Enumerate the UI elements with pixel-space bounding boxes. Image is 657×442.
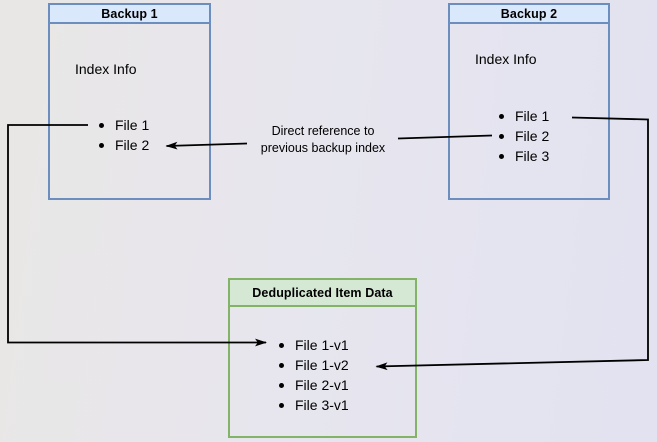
annotation-line-1: Direct reference to [271,124,375,138]
backup2-index-info-label: Index Info [475,51,537,67]
backup1-file-1: File 1 [50,115,209,135]
backup2-title: Backup 2 [450,5,608,24]
backup2-file-1: File 1 [450,106,608,126]
backup1-file-list: File 1 File 2 [50,115,209,155]
dedup-file-1v1: File 1-v1 [230,335,415,355]
dedup-file-1v2: File 1-v2 [230,355,415,375]
dedup-file-3v1: File 3-v1 [230,395,415,415]
backup1-file-2: File 2 [50,135,209,155]
backup2-file-2: File 2 [450,126,608,146]
backup1-index-info-label: Index Info [75,61,137,77]
dedup-file-list: File 1-v1 File 1-v2 File 2-v1 File 3-v1 [230,335,415,415]
backup1-title: Backup 1 [50,5,209,24]
backup2-file-3: File 3 [450,146,608,166]
backup2-node: Backup 2 Index Info File 1 File 2 File 3 [448,3,610,200]
annotation-line-2: previous backup index [260,141,386,155]
reference-annotation: Direct reference to previous backup inde… [238,123,408,157]
dedup-title: Deduplicated Item Data [230,280,415,307]
dedup-node: Deduplicated Item Data File 1-v1 File 1-… [228,278,417,438]
backup1-node: Backup 1 Index Info File 1 File 2 [48,3,211,200]
backup2-file-list: File 1 File 2 File 3 [450,106,608,166]
dedup-file-2v1: File 2-v1 [230,375,415,395]
